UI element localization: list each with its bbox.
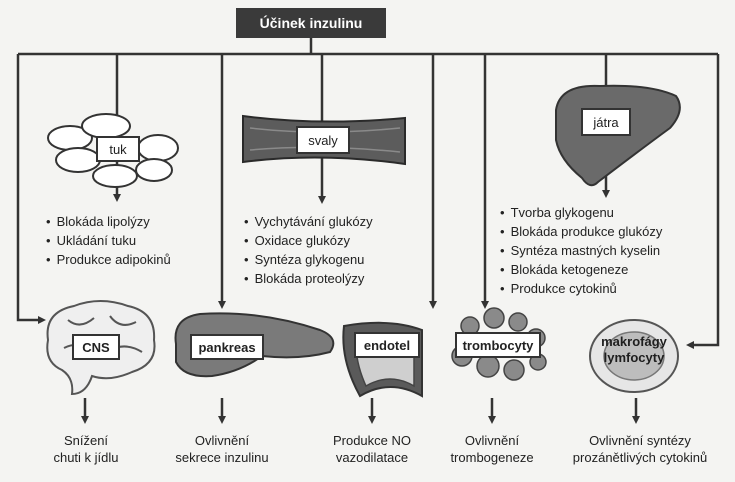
- target-box-cns: CNS: [72, 334, 120, 360]
- outcome-line: Snížení: [63, 433, 109, 448]
- list-item: Oxidace glukózy: [244, 231, 373, 250]
- list-item: Syntéza glykogenu: [244, 250, 373, 269]
- fat-cells-icon: [47, 113, 179, 188]
- effects-list-tuk: Blokáda lipolýzy Ukládání tuku Produkce …: [46, 212, 171, 269]
- diagram-title: Účinek inzulinu: [236, 8, 386, 38]
- list-item: Ukládání tuku: [46, 231, 171, 250]
- target-label-makrofagy: makrofágy lymfocyty: [598, 334, 670, 366]
- list-item: Blokáda proteolýzy: [244, 269, 373, 288]
- outcome-line: prozánětlivých cytokinů: [572, 450, 708, 465]
- organ-box-svaly: svaly: [296, 126, 350, 154]
- target-box-endotel: endotel: [354, 332, 420, 358]
- list-item: Syntéza mastných kyselin: [500, 241, 662, 260]
- outcome-line: chuti k jídlu: [53, 450, 119, 465]
- list-item: Blokáda produkce glukózy: [500, 222, 663, 241]
- effects-list-jatra: Tvorba glykogenu Blokáda produkce glukóz…: [500, 203, 663, 298]
- list-item: Produkce cytokinů: [500, 279, 662, 298]
- outcome-trombocyty: Ovlivnění trombogeneze: [436, 432, 548, 466]
- list-item: Tvorba glykogenu: [500, 203, 662, 222]
- organ-box-tuk: tuk: [96, 136, 140, 162]
- outcome-line: trombogeneze: [450, 450, 534, 465]
- target-label-line: makrofágy: [601, 334, 667, 349]
- outcome-line: vazodilatace: [335, 450, 409, 465]
- effects-list-svaly: Vychytávání glukózy Oxidace glukózy Synt…: [244, 212, 373, 288]
- target-box-pankreas: pankreas: [190, 334, 264, 360]
- outcome-line: Ovlivnění: [464, 433, 520, 448]
- list-item: Vychytávání glukózy: [244, 212, 373, 231]
- outcome-line: Ovlivnění syntézy: [589, 433, 691, 448]
- outcome-line: Ovlivnění: [194, 433, 250, 448]
- list-item: Produkce adipokinů: [46, 250, 171, 269]
- outcome-line: Produkce NO: [332, 433, 412, 448]
- target-label-line: lymfocyty: [603, 350, 665, 365]
- macrophage-icon: [589, 319, 679, 393]
- outcome-pankreas: Ovlivnění sekrece inzulinu: [160, 432, 284, 466]
- outcome-endotel: Produkce NO vazodilatace: [318, 432, 426, 466]
- target-box-trombocyty: trombocyty: [455, 332, 541, 358]
- organ-box-jatra: játra: [581, 108, 631, 136]
- list-item: Blokáda ketogeneze: [500, 260, 662, 279]
- outcome-makrofagy: Ovlivnění syntézy prozánětlivých cytokin…: [560, 432, 720, 466]
- list-item: Blokáda lipolýzy: [46, 212, 171, 231]
- outcome-line: sekrece inzulinu: [175, 450, 269, 465]
- outcome-cns: Snížení chuti k jídlu: [40, 432, 132, 466]
